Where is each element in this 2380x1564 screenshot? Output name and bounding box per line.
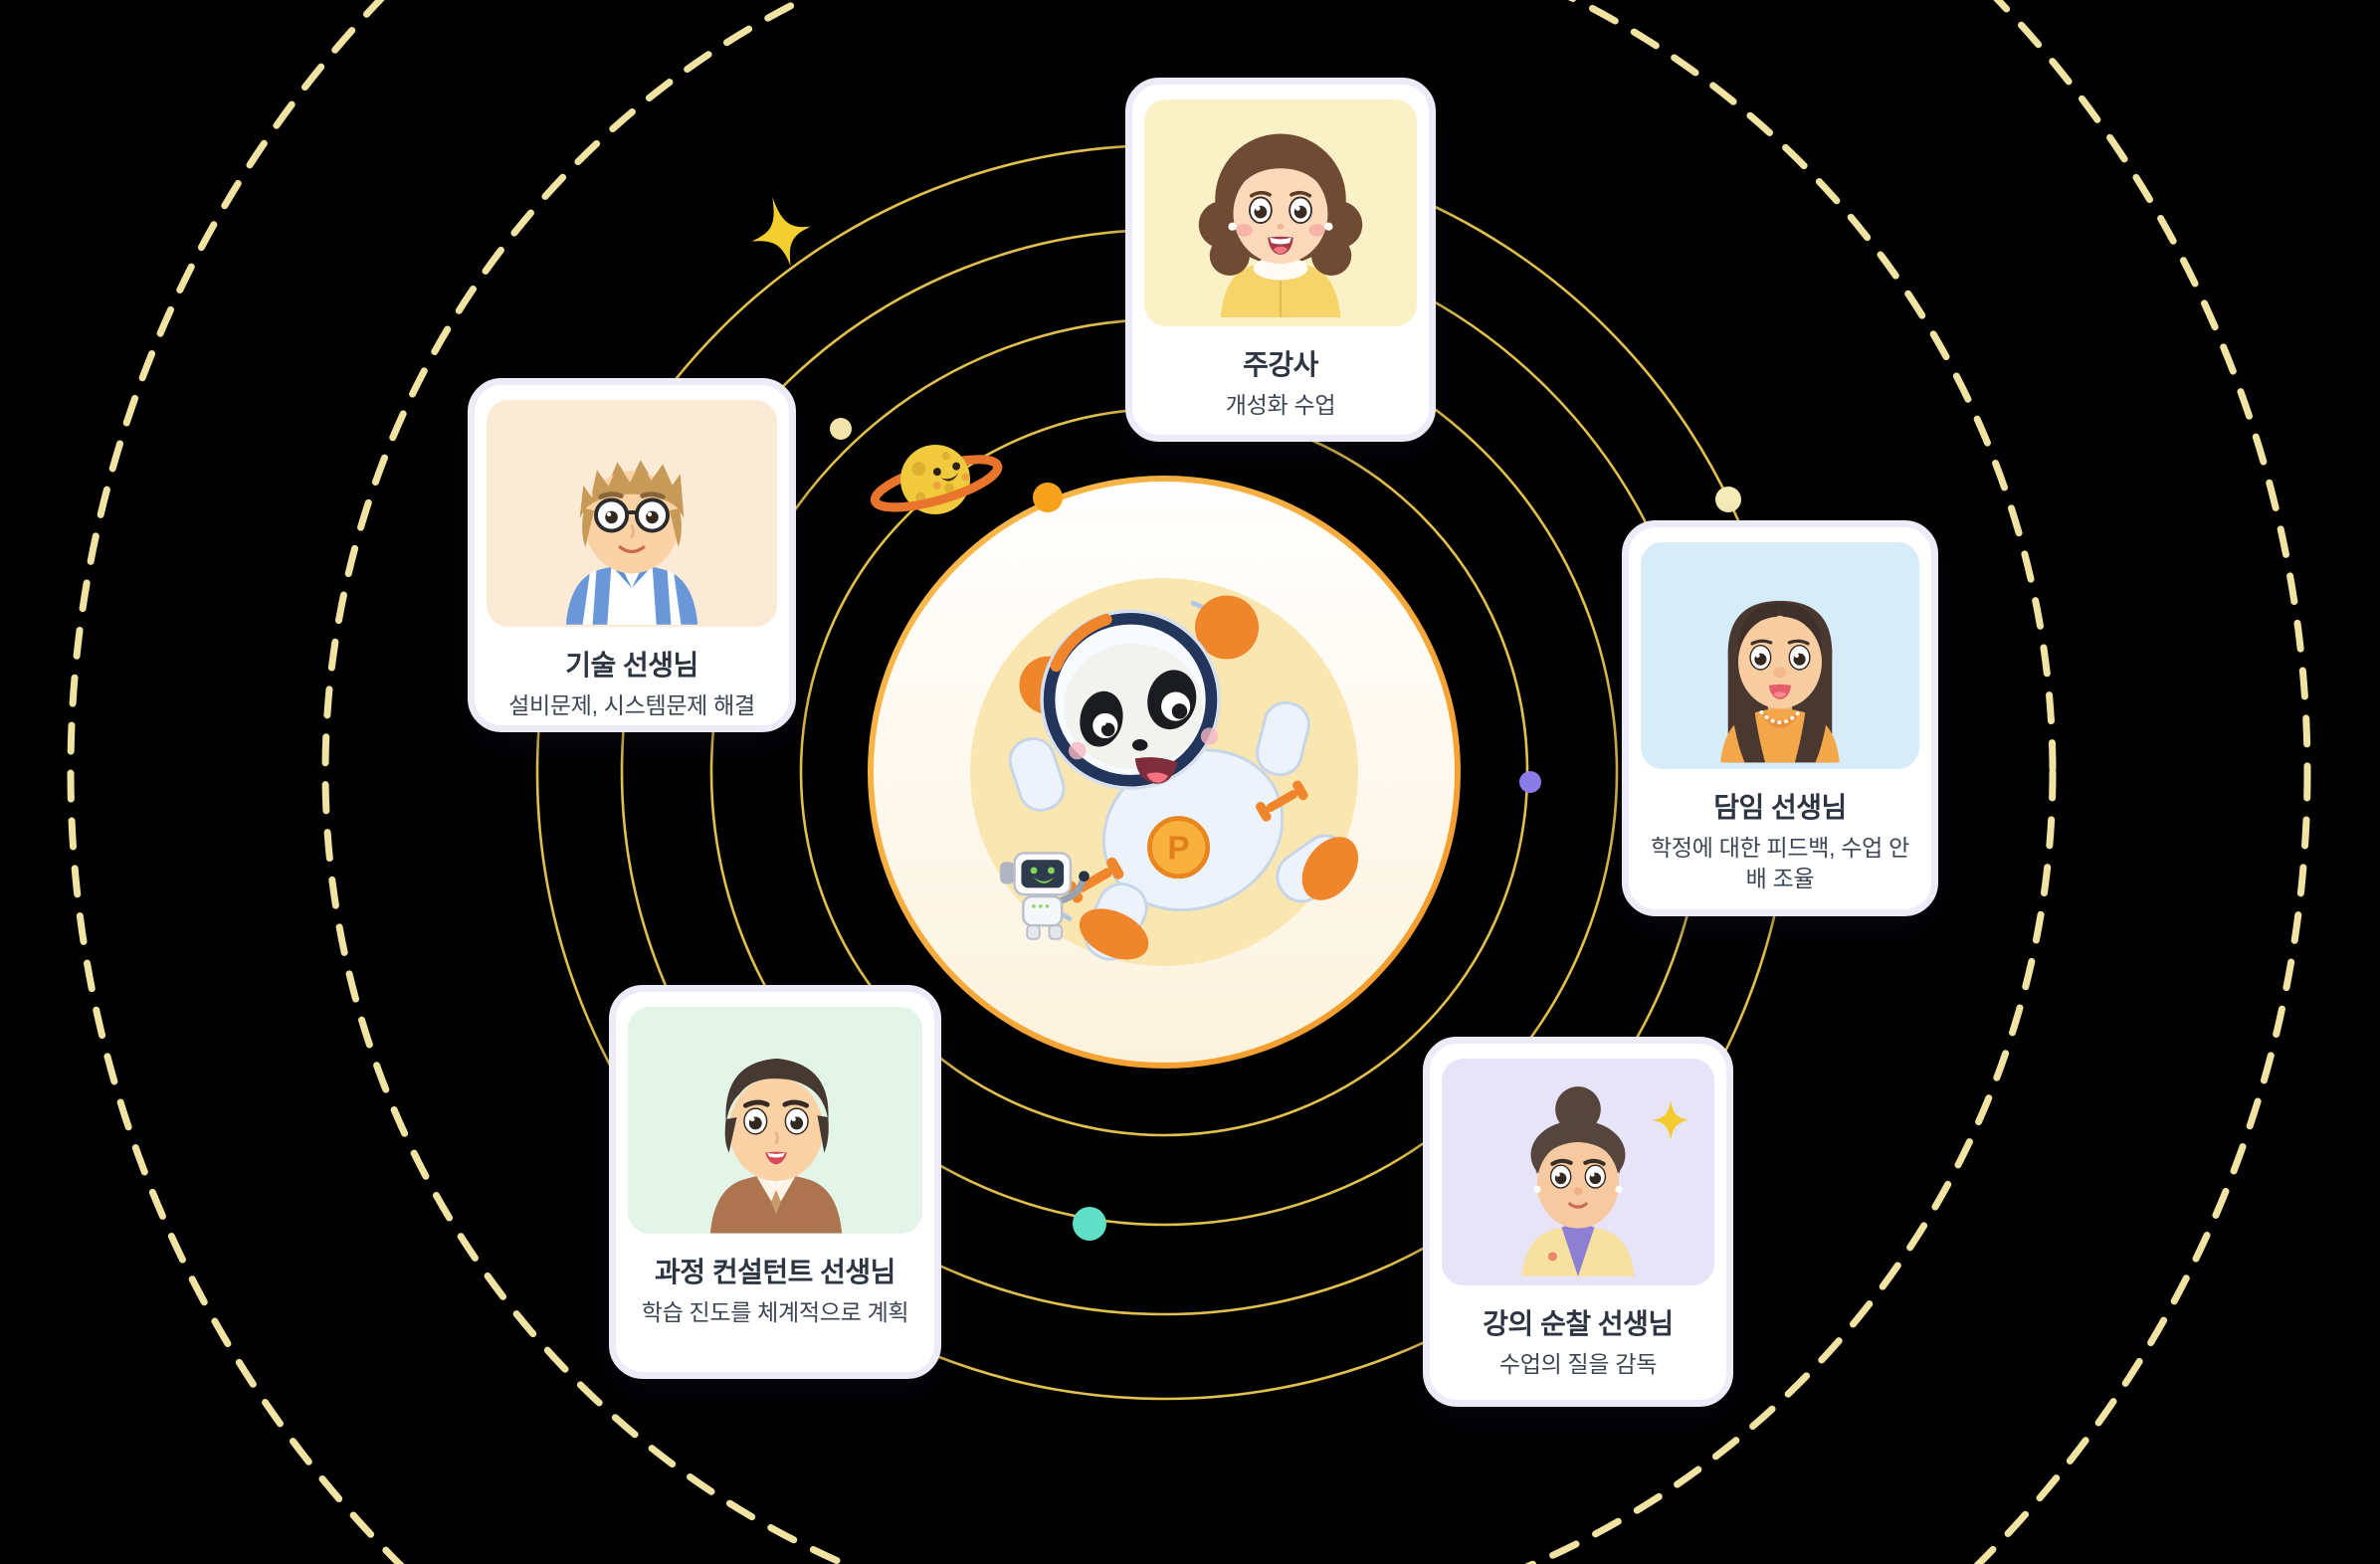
avatar-tech-teacher: [565, 460, 698, 625]
avatar-main-instructor: [1198, 133, 1363, 318]
orbit-dot-pale-yellow: [1715, 487, 1741, 512]
teacher-photo-homeroom-teacher: [1641, 542, 1919, 769]
sparkle-star-icon: [751, 197, 811, 267]
teacher-title: 주강사: [1243, 349, 1318, 380]
avatar-lecture-patrol: [1521, 1086, 1689, 1277]
panda-astronaut-icon: P: [1000, 595, 1359, 961]
orbit-dot-cream: [830, 418, 852, 440]
teacher-photo-course-consultant: [628, 1007, 922, 1234]
teacher-title: 담임 선생님: [1713, 792, 1847, 823]
dashed-orbit-1: [321, 0, 2057, 1564]
teacher-subtitle: 설비문제, 시스템문제 해결: [508, 692, 755, 718]
teacher-subtitle: 학습 진도를 체계적으로 계획: [641, 1299, 909, 1325]
orbit-dot-purple: [1519, 771, 1541, 793]
teacher-photo-tech-teacher: [487, 400, 777, 627]
teacher-title: 기술 선생님: [565, 650, 698, 681]
teacher-card-tech-teacher: 기술 선생님 설비문제, 시스템문제 해결: [468, 378, 796, 732]
teacher-title: 강의 순찰 선생님: [1483, 1308, 1674, 1339]
teacher-card-course-consultant: 과정 컨설턴트 선생님 학습 진도를 체계적으로 계획: [609, 985, 941, 1379]
saturn-planet-icon: [870, 445, 1003, 514]
teacher-photo-lecture-patrol: [1442, 1059, 1714, 1285]
card-sparkle-icon: [1652, 1099, 1689, 1141]
orbit-dot-teal: [1073, 1207, 1106, 1241]
coin-letter: P: [1168, 829, 1190, 866]
teacher-subtitle: 수업의 질을 감독: [1498, 1351, 1658, 1377]
avatar-course-consultant: [709, 1058, 843, 1234]
teacher-card-lecture-patrol: 강의 순찰 선생님 수업의 질을 감독: [1423, 1037, 1733, 1407]
teacher-subtitle: 학정에 대한 피드백, 수업 안배 조율: [1651, 835, 1909, 891]
panda-coin-badge: [1147, 816, 1211, 880]
teacher-card-homeroom-teacher: 담임 선생님 학정에 대한 피드백, 수업 안배 조율: [1622, 520, 1938, 916]
teacher-card-main-instructor: 주강사 개성화 수업: [1125, 78, 1436, 442]
teacher-photo-main-instructor: [1144, 99, 1417, 326]
dashed-orbit-rings: [67, 0, 2311, 1564]
teacher-subtitle: 개성화 수업: [1225, 392, 1336, 418]
orbit-dot-orange: [1033, 483, 1063, 512]
dashed-orbit-2: [67, 0, 2311, 1564]
robot-icon: [1000, 852, 1090, 940]
avatar-homeroom-teacher: [1720, 600, 1840, 763]
teacher-title: 과정 컨설턴트 선생님: [655, 1257, 895, 1287]
